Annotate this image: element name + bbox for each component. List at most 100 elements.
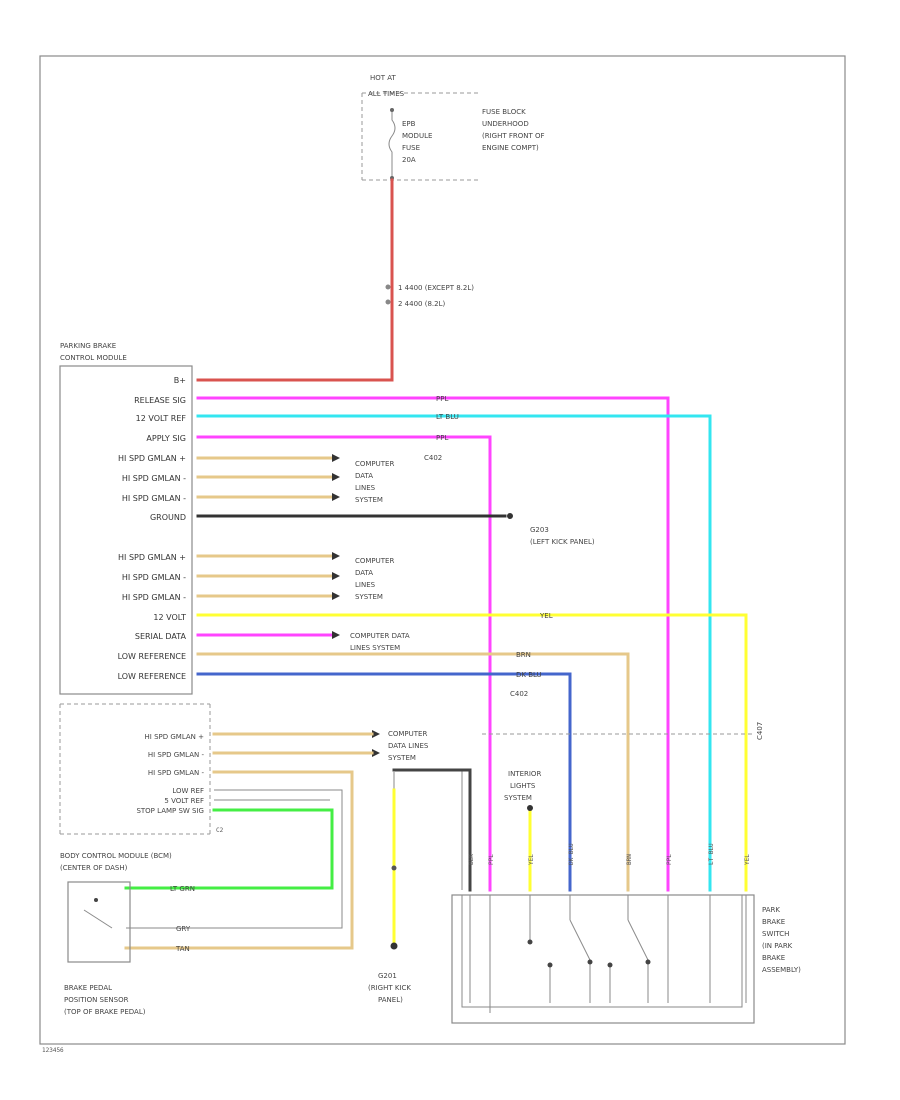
pbcm-pin-label: HI SPD GMLAN + [118,553,186,562]
g201-1: G201 [378,972,397,980]
pbcm-pin-label: HI SPD GMLAN - [122,573,186,582]
data-line-arrow [332,631,340,639]
int-lights-1: INTERIOR [508,770,541,778]
fuse-name-4: 20A [402,156,416,164]
brake-sensor-2: POSITION SENSOR [64,996,129,1004]
wire-12v-yel [196,613,748,892]
bcm-wire-stoplamp-grn [124,808,334,890]
splice-note-2: 2 4400 (8.2L) [398,300,445,308]
brn-label-top: BRN [516,651,531,659]
data-line-arrow [332,493,340,501]
wire-apply-sig-ppl [196,435,492,892]
bcm-title-1: BODY CONTROL MODULE (BCM) [60,852,172,860]
brake-sensor-3: (TOP OF BRAKE PEDAL) [64,1008,146,1016]
pbcm-pin-label: HI SPD GMLAN - [122,593,186,602]
park-switch-2: BRAKE [762,918,785,926]
cdl2-c: LINES [355,581,376,589]
cdl2-b: DATA [355,569,373,577]
cdl4-c: SYSTEM [388,754,416,762]
c402-label: C402 [424,454,442,462]
cdl2-a: COMPUTER [355,557,394,565]
ltblu-label-1: LT BLU [436,413,459,421]
fuse-name-3: FUSE [402,144,420,152]
wire-color-label: BRN [626,854,633,865]
brake-pedal-position-sensor: LT GRN GRY TAN BRAKE PEDAL POSITION SENS… [64,881,195,1016]
pbcm-pin-label: 12 VOLT [153,613,186,622]
pbcm-pin-label: HI SPD GMLAN + [118,454,186,463]
yel-label-top: YEL [539,612,553,620]
data-line-arrow [332,572,340,580]
cdl3-a: COMPUTER DATA [350,632,410,640]
wire-color-label: YEL [528,854,535,865]
pbcm-pin-label: SERIAL DATA [135,632,187,641]
diagram-id: 123456 [42,1047,64,1054]
pbcm-pin-label: HI SPD GMLAN - [122,494,186,503]
fuse-block: HOT AT ALL TIMES EPB MODULE FUSE 20A FUS… [361,74,545,181]
bcm-pin-label: HI SPD GMLAN - [148,751,205,759]
cdl1-c: LINES [355,484,376,492]
fuse-location-3: (RIGHT FRONT OF [482,132,545,140]
g201-2: (RIGHT KICK [368,984,411,992]
pbcm-pin-label: APPLY SIG [146,434,186,443]
wire-color-label: PPL [666,854,673,865]
wire-color-label: BLK [468,854,475,865]
pbcm-pin-label: GROUND [150,513,186,522]
hot-at-label: HOT AT [370,74,397,82]
brake-sensor-1: BRAKE PEDAL [64,984,112,992]
int-lights-2: LIGHTS [510,782,536,790]
pbcm-title-2: CONTROL MODULE [60,354,127,362]
wire-release-sig-ppl [196,396,670,892]
cdl1-d: SYSTEM [355,496,383,504]
c2-label: C2 [216,827,224,834]
bcm-pin-label: HI SPD GMLAN + [145,733,205,741]
pbcm-pin-label: LOW REFERENCE [118,672,186,681]
data-line-arrows [332,454,380,757]
g201-3: PANEL) [378,996,403,1004]
g203-2: (LEFT KICK PANEL) [530,538,595,546]
wire-red-feed [196,178,394,382]
bcm-pin-label: 5 VOLT REF [164,797,204,805]
bcm-pin-label: LOW REF [172,787,204,795]
fuse-name-2: MODULE [402,132,432,140]
data-line-arrow [332,473,340,481]
fuse-location-1: FUSE BLOCK [482,108,526,116]
outer-frame [39,55,846,1045]
bcm-wire-gmlan-3 [124,770,354,950]
wire-lowref-dkblu [196,672,572,892]
tan-label: TAN [175,945,190,953]
data-line-arrow [332,454,340,462]
pbcm-pin-label: RELEASE SIG [134,396,186,405]
ltgrn-label: LT GRN [170,885,195,893]
wire-blk-switch [392,768,472,892]
fuse-location-4: ENGINE COMPT) [482,144,539,152]
fuse-location-2: UNDERHOOD [482,120,529,128]
cdl3-b: LINES SYSTEM [350,644,400,652]
ppl-label-2: PPL [436,434,448,442]
pbcm-pin-label: LOW REFERENCE [118,652,186,661]
splice-note-1: 1 4400 (EXCEPT 8.2L) [398,284,474,292]
gry-label: GRY [176,925,191,933]
wire-12v-ref-ltblu [196,414,712,892]
body-control-module: HI SPD GMLAN +HI SPD GMLAN -HI SPD GMLAN… [59,703,224,872]
cdl2-d: SYSTEM [355,593,383,601]
pbcm-pin-label: 12 VOLT REF [136,414,187,423]
c402b-label: C402 [510,690,528,698]
wire-color-label: YEL [744,854,751,865]
data-line-arrow [372,730,380,738]
dkblu-label-top: DK BLU [516,671,542,679]
pbcm-pin-label: HI SPD GMLAN - [122,474,186,483]
fuse-name-1: EPB [402,120,416,128]
data-line-arrow [332,592,340,600]
parking-brake-control-module: PARKING BRAKE CONTROL MODULE B+RELEASE S… [59,342,193,695]
cdl1-a: COMPUTER [355,460,394,468]
park-brake-switch-assembly: PARK BRAKE SWITCH (IN PARK BRAKE ASSEMBL… [451,894,801,1024]
wire-color-label: DK BLU [568,843,575,865]
park-switch-6: ASSEMBLY) [762,966,801,974]
bcm-title-2: (CENTER OF DASH) [60,864,128,872]
cdl4-a: COMPUTER [388,730,427,738]
c407-label: C407 [756,722,764,740]
g203-1: G203 [530,526,549,534]
wire-color-label: PPL [488,854,495,865]
park-switch-5: BRAKE [762,954,785,962]
